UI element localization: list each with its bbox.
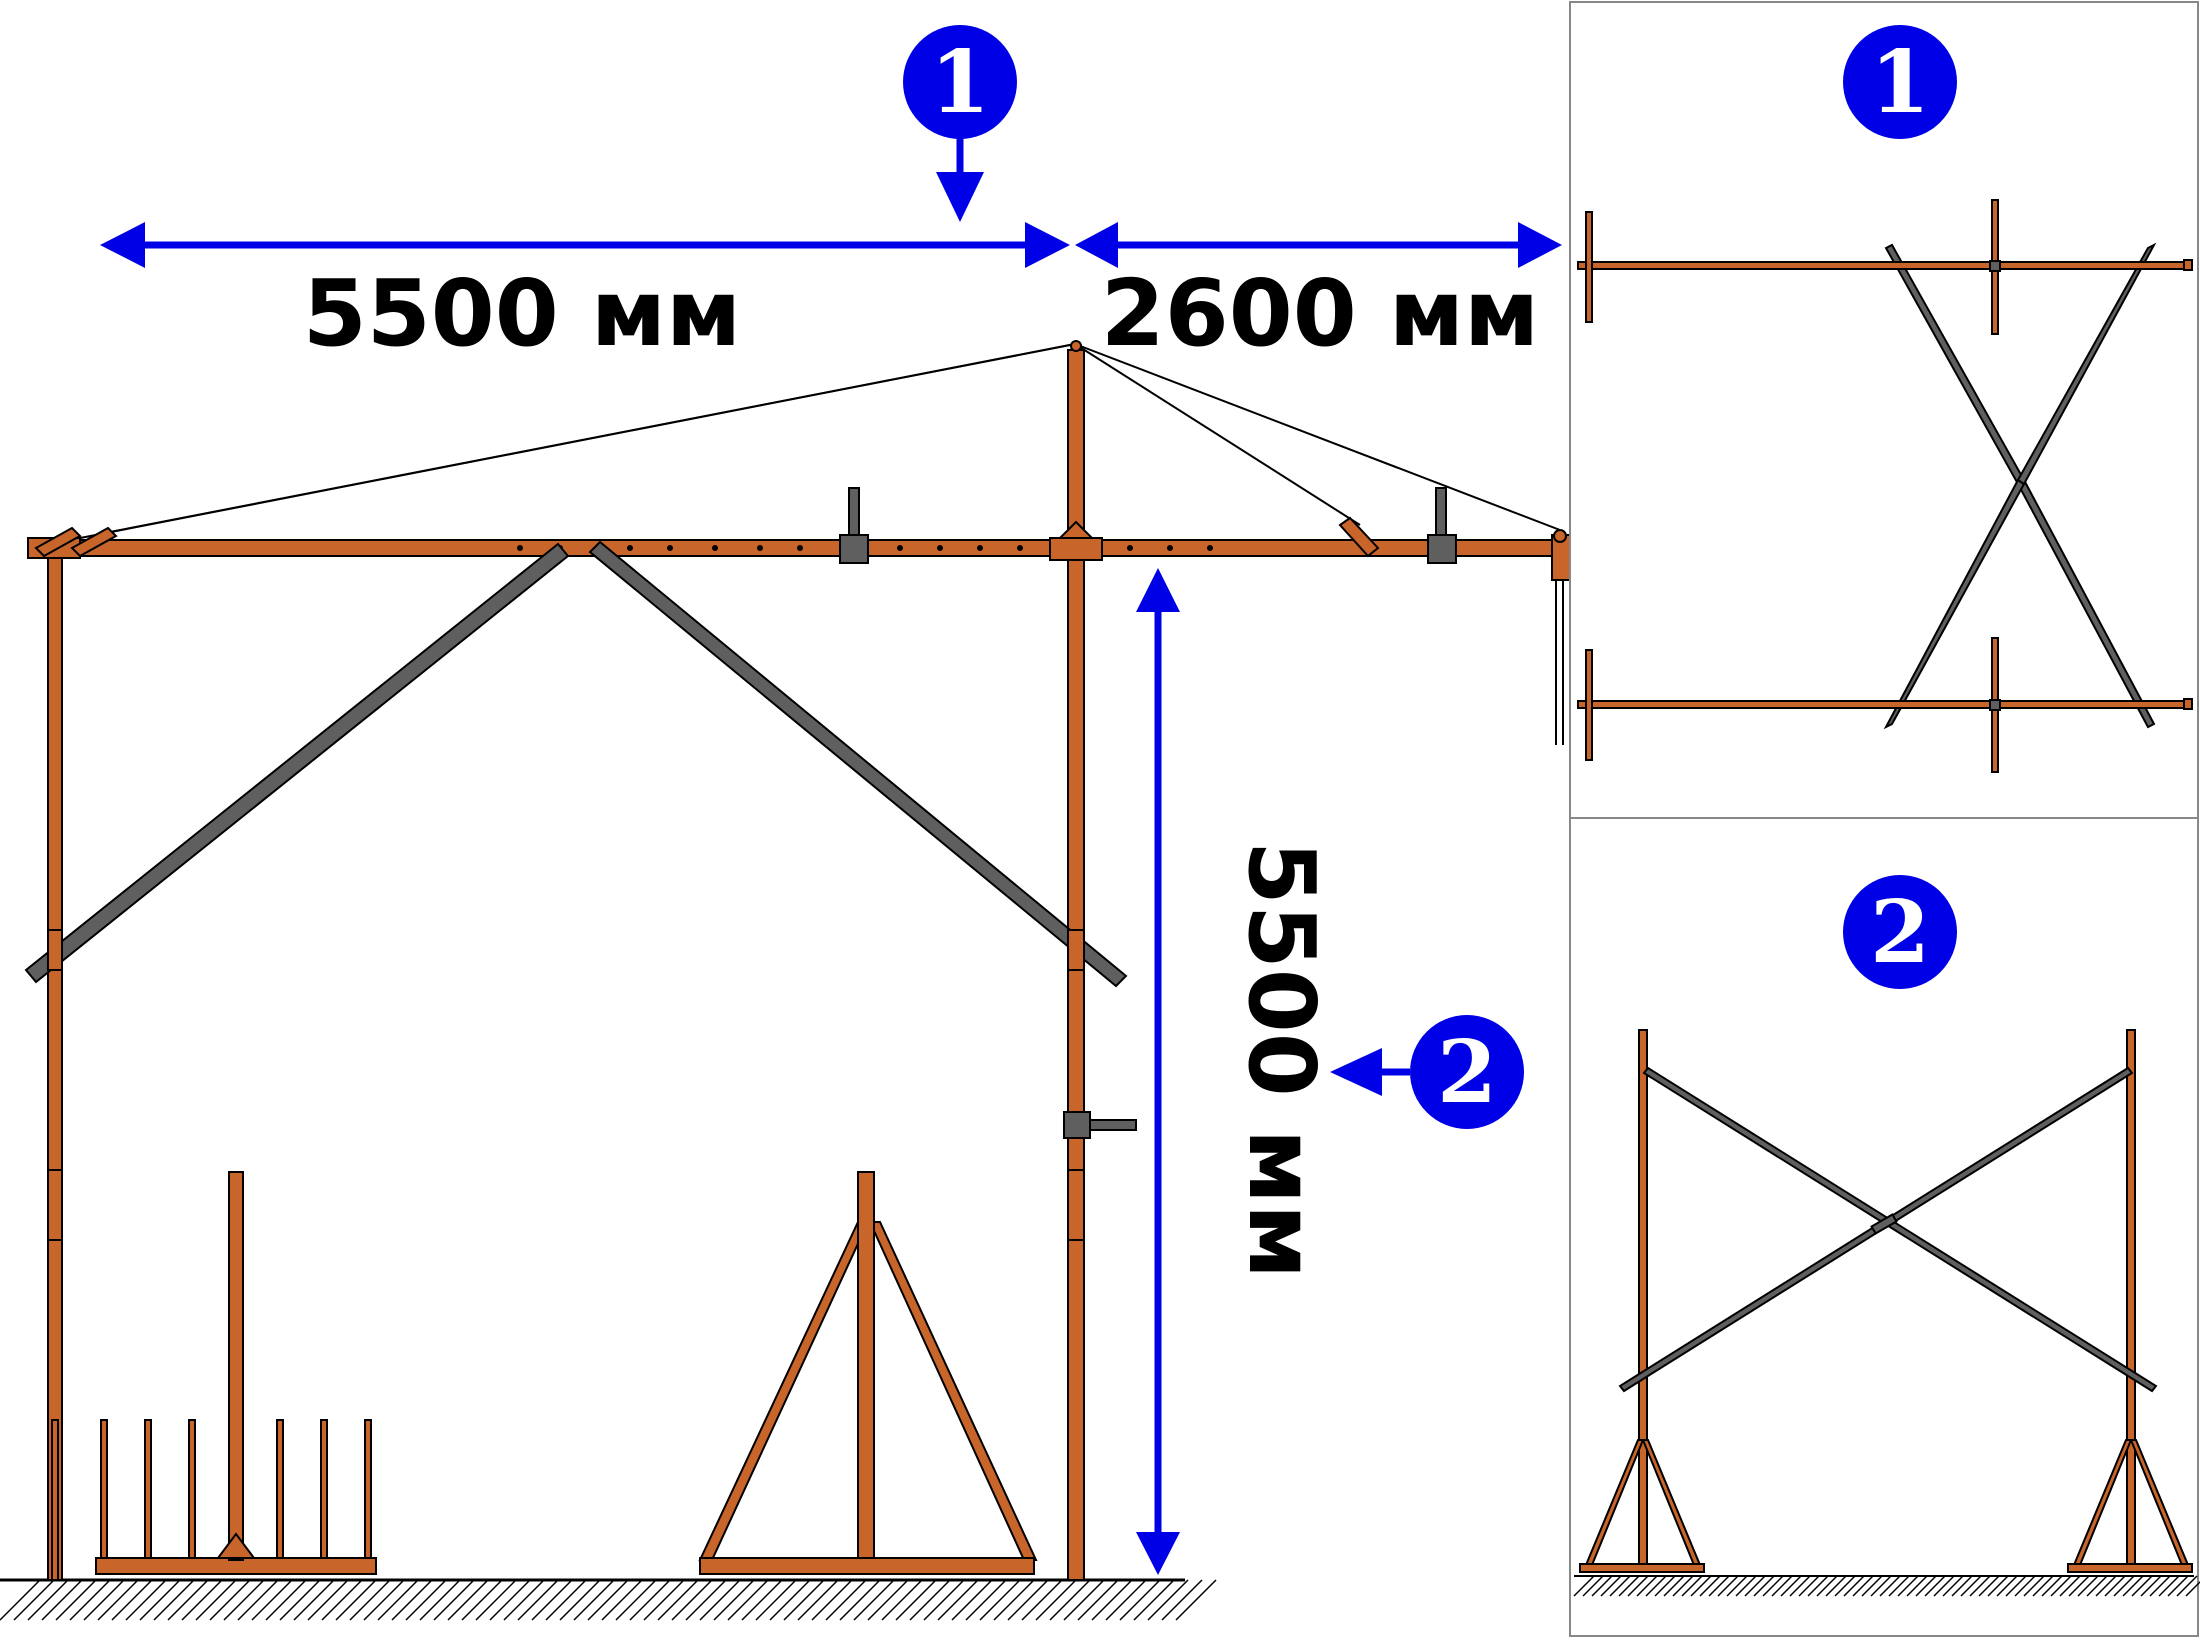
inset-panel-2: 2	[1569, 817, 2200, 1637]
left-brace-clamp	[47, 929, 63, 971]
dimension-label-2600: 2600 мм	[1101, 260, 1539, 367]
mast-joint-plate	[1049, 537, 1103, 561]
ground-hatch	[0, 1578, 1217, 1621]
a-frame-stand	[698, 1171, 1038, 1575]
dimension-label-5500-vertical: 5500 мм	[1228, 841, 1335, 1279]
dimension-vertical: 5500 мм	[1136, 568, 1335, 1575]
right-cable-lug	[1338, 516, 1380, 558]
view-marker-1-label: 1	[930, 32, 990, 133]
dimension-label-5500-top: 5500 мм	[303, 260, 741, 367]
trolley-1	[839, 534, 869, 564]
view-marker-2: 2	[1330, 1015, 1524, 1129]
view-marker-1: 1	[903, 25, 1017, 222]
inset-1-label: 1	[1870, 32, 1930, 133]
dimension-horizontal-right: 2600 мм	[1075, 222, 1562, 367]
winch-block	[1063, 1111, 1091, 1139]
inset-panel-1: 1	[1569, 1, 2199, 819]
beam-holes	[517, 545, 1213, 551]
trolley-2	[1427, 534, 1457, 564]
left-cable-lug-2	[70, 526, 118, 558]
right-diagonal-brace	[588, 540, 1128, 988]
main-elevation-view	[0, 340, 1573, 1621]
right-brace-clamp	[1067, 929, 1085, 971]
trolley-2-post	[1435, 487, 1447, 539]
view-marker-2-label: 2	[1437, 1022, 1497, 1123]
inset-2-label: 2	[1870, 882, 1930, 983]
dimension-horizontal-left: 5500 мм	[100, 222, 1070, 367]
left-column-foot	[51, 1419, 59, 1581]
left-cable-lug	[34, 526, 82, 558]
trolley-1-post	[848, 487, 860, 539]
mast-gusset	[1057, 520, 1095, 539]
tension-cables	[69, 343, 1561, 541]
winch-arm	[1089, 1119, 1137, 1131]
counterweight-rack	[95, 1171, 377, 1575]
left-diagonal-brace	[24, 542, 570, 984]
